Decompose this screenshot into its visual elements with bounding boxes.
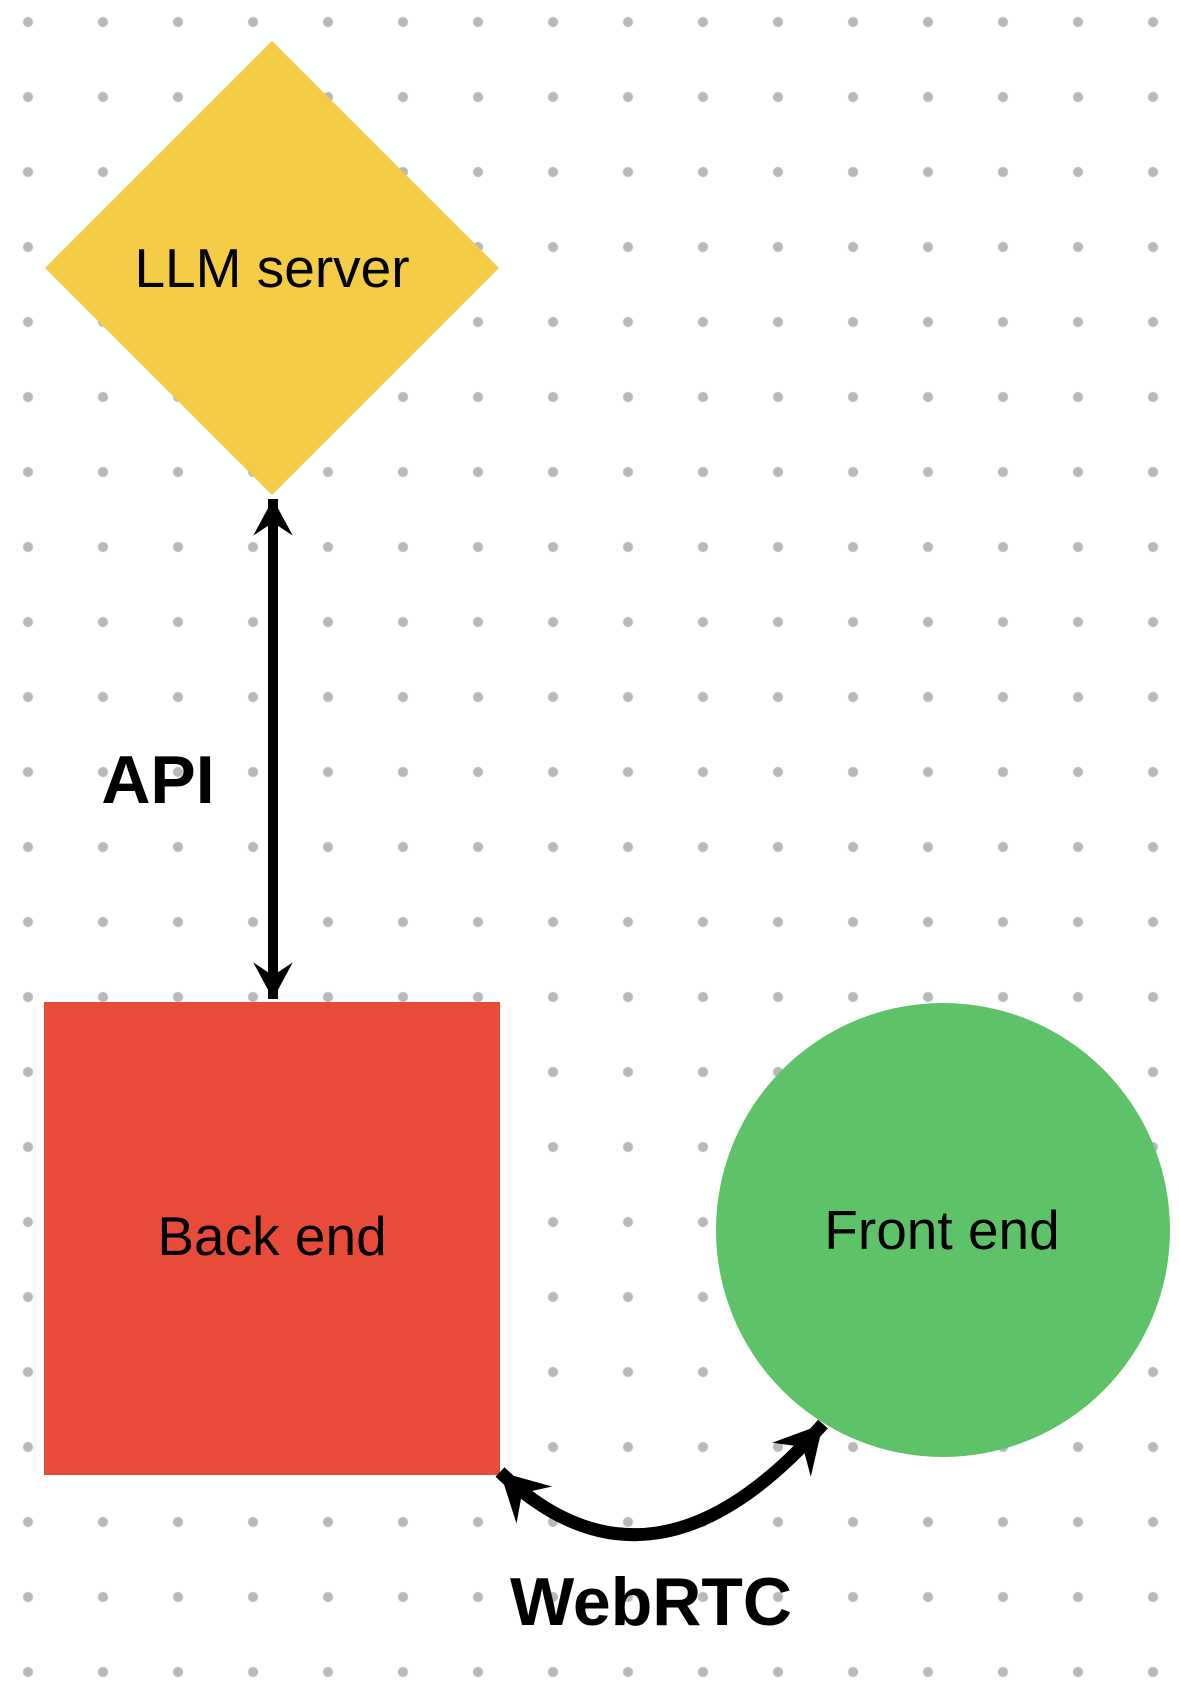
label-webrtc: WebRTC: [509, 1564, 793, 1640]
node-front-end-circle[interactable]: [716, 1003, 1170, 1457]
label-api: API: [101, 742, 215, 818]
node-llm-server-diamond[interactable]: [45, 41, 499, 495]
node-back-end-square[interactable]: [44, 1002, 500, 1475]
label-llm-server: LLM server: [134, 237, 410, 299]
label-front-end: Front end: [824, 1199, 1060, 1261]
label-back-end: Back end: [157, 1205, 387, 1267]
connector-webrtc-arrow[interactable]: [495, 1419, 828, 1542]
